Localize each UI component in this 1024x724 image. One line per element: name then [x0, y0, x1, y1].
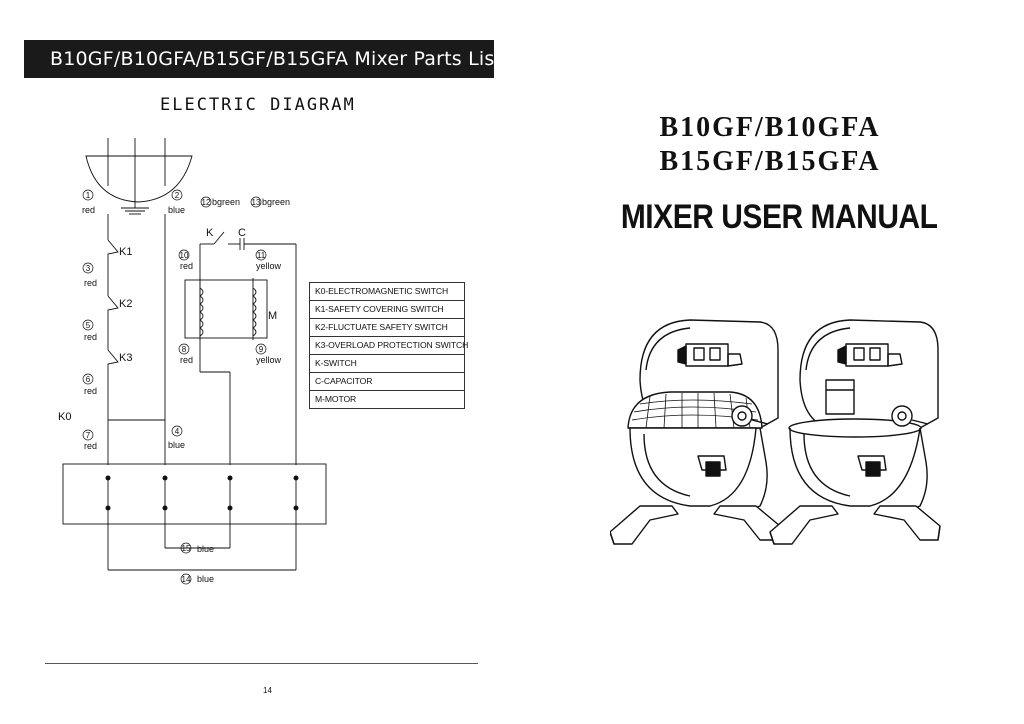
- label-m: M: [268, 310, 277, 322]
- label-k3: K3: [119, 352, 132, 364]
- terminal-3-number: 3: [86, 264, 91, 273]
- mixer-with-guard: [610, 319, 781, 545]
- terminal-12-wire: bgreen: [212, 197, 240, 207]
- terminal-7-wire: red: [84, 441, 97, 451]
- legend-item: K1-SAFETY COVERING SWITCH: [310, 301, 464, 319]
- terminal-6-wire: red: [84, 386, 97, 396]
- plug-shape: [85, 155, 193, 203]
- legend-item: K-SWITCH: [310, 355, 464, 373]
- terminal-10-number: 10: [180, 251, 189, 260]
- terminal-7-number: 7: [86, 431, 91, 440]
- terminal-11-number: 11: [257, 251, 266, 260]
- terminal-4-number: 4: [175, 427, 180, 436]
- legend-item: C-CAPACITOR: [310, 373, 464, 391]
- terminal-2-number: 2: [175, 191, 180, 200]
- terminal-13-number: 13: [252, 198, 261, 207]
- terminal-9-wire: yellow: [256, 355, 282, 365]
- terminal-8-number: 8: [182, 345, 187, 354]
- terminal-14-wire: blue: [197, 574, 214, 584]
- electric-diagram: 1 red 2 blue 3 red 4 blue 5 red 6 red 7 …: [58, 138, 327, 585]
- manual-title: MIXER USER MANUAL: [620, 198, 938, 236]
- mixer-without-guard: [769, 319, 941, 545]
- terminal-11-wire: yellow: [256, 261, 282, 271]
- mixer-illustrations: [610, 319, 941, 545]
- page-number: 14: [263, 686, 272, 695]
- model-title-line-2: B15GF/B15GFA: [659, 146, 881, 177]
- label-k1: K1: [119, 246, 132, 258]
- terminal-5-number: 5: [86, 321, 91, 330]
- legend-item: K0-ELECTROMAGNETIC SWITCH: [310, 283, 464, 301]
- legend-item: K3-OVERLOAD PROTECTION SWITCH: [310, 337, 468, 355]
- terminal-8-wire: red: [180, 355, 193, 365]
- footer-divider: [45, 663, 478, 664]
- label-k: K: [206, 227, 214, 239]
- terminal-13-wire: bgreen: [262, 197, 290, 207]
- terminal-5-wire: red: [84, 332, 97, 342]
- label-k0: K0: [58, 411, 71, 423]
- model-title-line-1: B10GF/B10GFA: [659, 112, 881, 143]
- terminal-15-number: 15: [182, 544, 191, 553]
- terminal-15-wire: blue: [197, 544, 214, 554]
- terminal-10-wire: red: [180, 261, 193, 271]
- label-k2: K2: [119, 298, 132, 310]
- page-header: B10GF/B10GFA/B15GF/B15GFA Mixer Parts Li…: [24, 40, 502, 78]
- terminal-3-wire: red: [84, 278, 97, 288]
- terminal-1-wire: red: [82, 205, 95, 215]
- legend-item: K2-FLUCTUATE SAFETY SWITCH: [310, 319, 464, 337]
- component-legend: K0-ELECTROMAGNETIC SWITCH K1-SAFETY COVE…: [309, 282, 468, 409]
- legend-item: M-MOTOR: [315, 394, 357, 404]
- terminal-12-number: 12: [202, 198, 211, 207]
- label-c: C: [238, 227, 246, 239]
- terminal-6-number: 6: [86, 375, 91, 384]
- terminal-14-number: 14: [182, 575, 191, 584]
- terminal-2-wire: blue: [168, 205, 185, 215]
- diagram-title: ELECTRIC DIAGRAM: [160, 95, 356, 115]
- terminal-1-number: 1: [86, 191, 91, 200]
- terminal-4-wire: blue: [168, 440, 185, 450]
- terminal-9-number: 9: [259, 345, 264, 354]
